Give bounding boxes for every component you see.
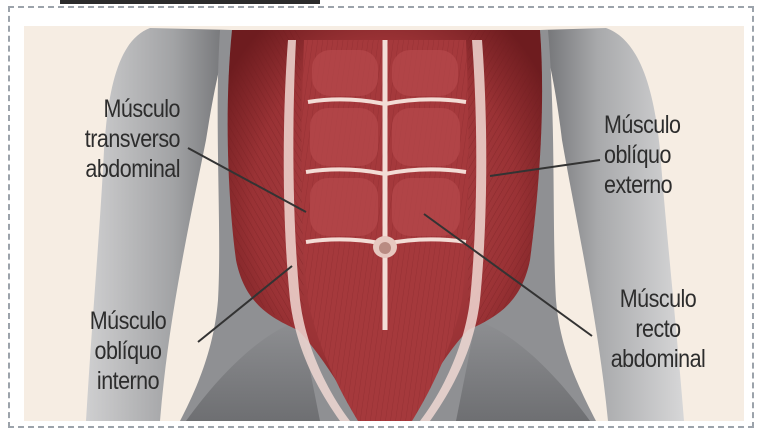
label-recto-line3: abdominal — [598, 344, 718, 374]
label-oblicuo-interno: Músculo oblíquo interno — [76, 306, 179, 396]
label-transverso-abdominal: Músculo transverso abdominal — [60, 94, 180, 184]
label-recto-line2: recto — [598, 314, 718, 344]
label-oblicuo-externo-line1: Músculo — [604, 110, 716, 140]
label-oblicuo-externo: Músculo oblíquo externo — [604, 110, 716, 200]
label-recto-line1: Músculo — [598, 284, 718, 314]
label-transverso-line3: abdominal — [60, 154, 180, 184]
label-oblicuo-interno-line1: Músculo — [76, 306, 179, 336]
navel — [373, 236, 397, 258]
label-recto-abdominal: Músculo recto abdominal — [598, 284, 718, 374]
label-transverso-line2: transverso — [60, 124, 180, 154]
label-oblicuo-externo-line3: externo — [604, 170, 716, 200]
label-oblicuo-externo-line2: oblíquo — [604, 140, 716, 170]
label-oblicuo-interno-line3: interno — [76, 366, 179, 396]
label-transverso-line1: Músculo — [60, 94, 180, 124]
label-oblicuo-interno-line2: oblíquo — [76, 336, 179, 366]
